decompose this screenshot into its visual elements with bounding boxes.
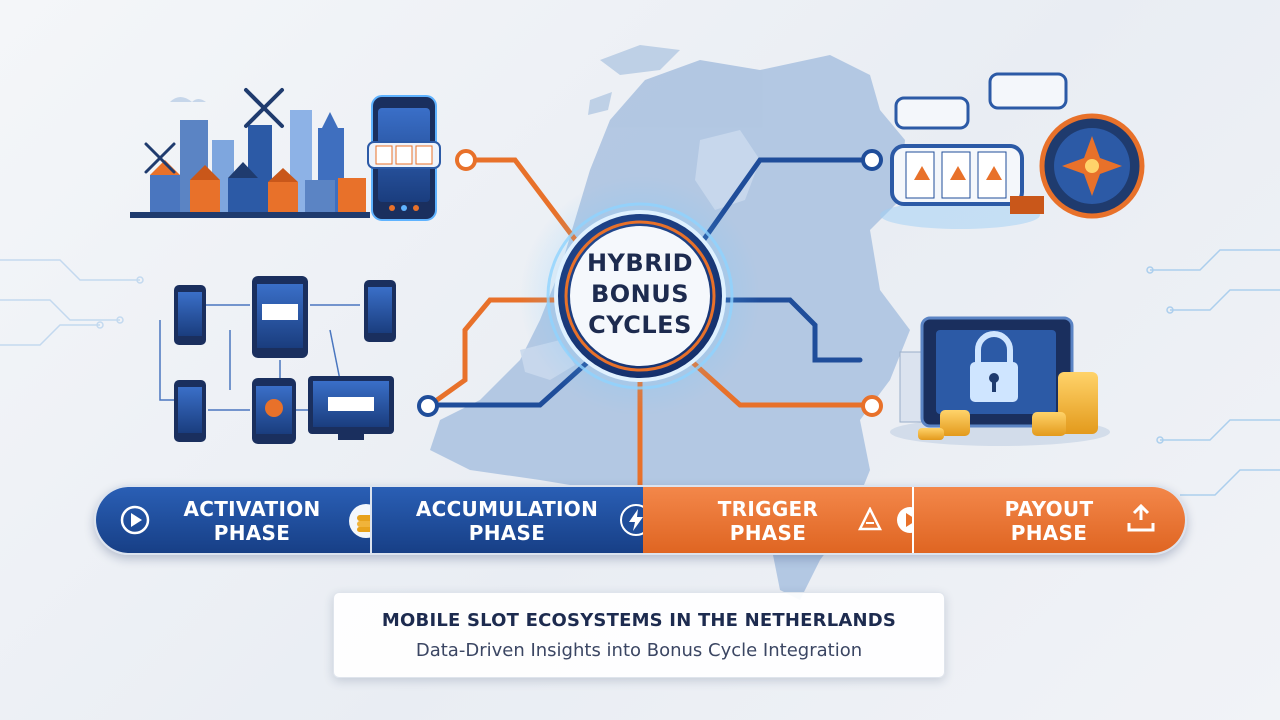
vault-lock-icon (890, 316, 1110, 446)
hub-title-line3: CYCLES (588, 311, 692, 339)
connector-endpoints (417, 149, 883, 417)
trigger-icon (857, 507, 882, 531)
circuit-traces-left (0, 259, 144, 346)
windmill-icon (144, 142, 176, 174)
coin-stack-icon (918, 372, 1098, 440)
hub-node (520, 176, 760, 416)
caption-title: MOBILE SLOT ECOSYSTEMS IN THE NETHERLAND… (381, 610, 897, 631)
city-skyline-illustration (130, 88, 370, 218)
hub-title: HYBRID BONUS CYCLES (540, 248, 740, 341)
hub-title-line1: HYBRID (586, 249, 694, 277)
hub-title-line2: BONUS (590, 280, 690, 308)
smartphone-slot-icon (367, 95, 441, 221)
slot-reel-icon (880, 72, 1068, 229)
caption-box: MOBILE SLOT ECOSYSTEMS IN THE NETHERLAND… (333, 592, 945, 678)
prize-wheel-icon (1039, 113, 1145, 219)
play-icon (120, 505, 150, 535)
windmill-icon (244, 88, 284, 128)
circuit-traces-right (1146, 249, 1280, 496)
caption-subtitle: Data-Driven Insights into Bonus Cycle In… (415, 640, 863, 661)
network-devices-icon (159, 276, 396, 444)
upload-icon (1127, 503, 1155, 532)
